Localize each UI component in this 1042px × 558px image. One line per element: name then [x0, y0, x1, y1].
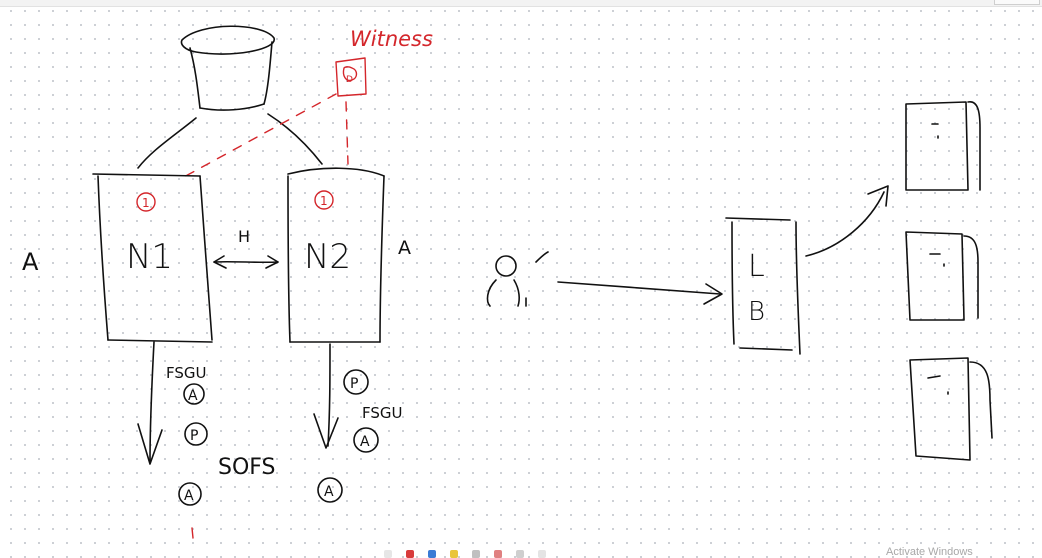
red-pen-icon[interactable]	[406, 550, 414, 558]
select-tool-icon[interactable]	[516, 550, 524, 558]
close-icon[interactable]	[538, 550, 546, 558]
top-toolbar-strip	[0, 0, 1042, 7]
node2-fsgu-label: FSGU	[362, 404, 403, 422]
node2-vote: 1	[320, 194, 328, 208]
node1-stack-first: A	[188, 388, 198, 404]
pen-tool-icon[interactable]	[384, 550, 392, 558]
node1-vote: 1	[142, 196, 150, 210]
node1-stack-circles	[178, 383, 208, 506]
witness-box-label: D	[346, 75, 353, 85]
node2-down-arrow	[313, 343, 339, 449]
user-to-lb-arrow	[557, 281, 723, 305]
activation-watermark: Activate Windows	[886, 546, 973, 558]
witness-label: Witness	[350, 27, 433, 51]
node2-stack-third: A	[324, 484, 334, 500]
node1-red-tick	[191, 527, 194, 539]
node2-role: A	[398, 237, 411, 259]
heartbeat-label: H	[238, 227, 250, 246]
node1-down-arrow	[137, 341, 163, 465]
node2-label: N2	[304, 237, 351, 277]
server-1	[905, 101, 981, 191]
shared-storage-cylinder	[180, 25, 275, 111]
storage-connections	[137, 113, 323, 169]
node2-stack-second: A	[360, 434, 370, 450]
lb-to-servers-arrow	[805, 185, 889, 257]
witness-box	[335, 57, 367, 97]
node1-vote-circle	[136, 192, 156, 212]
highlighter-icon[interactable]	[450, 550, 458, 558]
node1-stack-second: P	[190, 428, 198, 444]
node2-stack-circles	[317, 369, 379, 503]
blue-pen-icon[interactable]	[428, 550, 436, 558]
sofs-label: SOFS	[218, 455, 276, 480]
node2-stack-first: P	[350, 376, 358, 392]
node1-role: A	[22, 248, 39, 276]
load-balancer-bottom: B	[748, 297, 765, 327]
shape-tool-icon[interactable]	[494, 550, 502, 558]
top-right-control[interactable]	[994, 0, 1040, 5]
heartbeat-arrow	[213, 255, 279, 269]
witness-links	[181, 93, 349, 179]
server-2	[905, 231, 979, 321]
eraser-icon[interactable]	[472, 550, 480, 558]
node1-label: N1	[126, 237, 173, 277]
node1-stack-third: A	[184, 488, 194, 504]
node1-fsgu-label: FSGU	[166, 364, 207, 382]
node2-vote-circle	[314, 190, 334, 210]
server-3	[909, 357, 993, 461]
drawing-toolbar	[378, 548, 612, 558]
load-balancer-box	[725, 217, 801, 355]
load-balancer-top: L	[748, 249, 765, 284]
user-icon	[486, 251, 549, 307]
node1-box	[92, 173, 213, 343]
node2-box	[287, 167, 385, 343]
